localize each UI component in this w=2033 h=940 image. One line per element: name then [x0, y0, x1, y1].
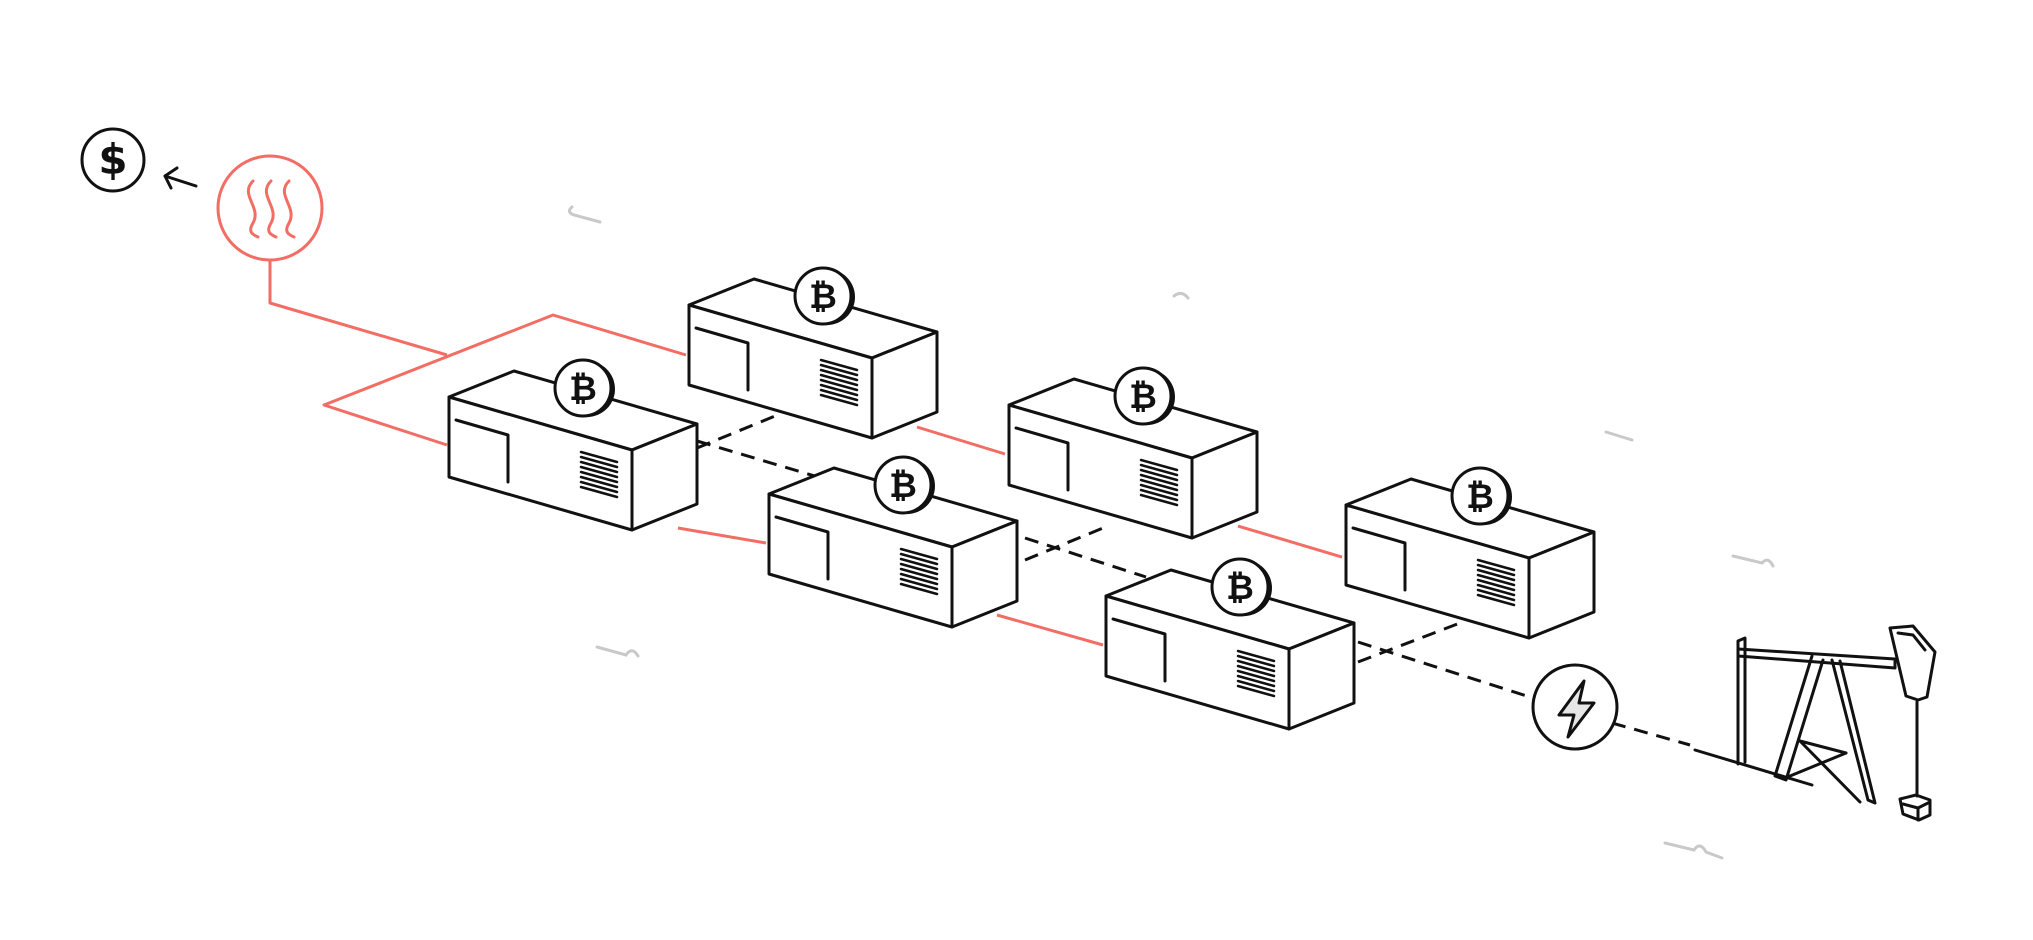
mining-containers: ₿ ₿ ₿ ₿ ₿ ₿: [447, 266, 1596, 731]
power-cable: [696, 439, 819, 479]
bitcoin-icon: ₿: [553, 358, 615, 418]
ground-mark: [1731, 554, 1775, 568]
power-cables: [696, 412, 1691, 747]
power-cable: [1611, 721, 1691, 747]
power-cable: [1024, 536, 1147, 579]
power-cable: [696, 412, 781, 450]
mining-container: ₿: [1007, 366, 1259, 540]
mining-container: ₿: [1104, 557, 1356, 731]
ground-mark: [567, 205, 602, 224]
mining-container: ₿: [447, 358, 699, 532]
bitcoin-symbol: ₿: [1129, 377, 1157, 417]
heat-icon: [216, 154, 324, 262]
heat-pipe-segment: [677, 526, 767, 545]
bitcoin-icon: ₿: [1210, 557, 1272, 617]
revenue-output: $: [80, 127, 198, 193]
ground-marks: [567, 205, 1775, 860]
heat-pipe-segment: [916, 425, 1006, 456]
ground-mark: [1604, 430, 1634, 442]
mining-container: ₿: [1344, 466, 1596, 640]
power-cable: [1357, 621, 1461, 664]
bitcoin-icon: ₿: [793, 266, 855, 326]
bitcoin-symbol: ₿: [889, 466, 917, 506]
bitcoin-symbol: ₿: [569, 369, 597, 409]
heat-pipes: [268, 260, 1343, 647]
power-cable: [1357, 640, 1531, 699]
bitcoin-icon: ₿: [873, 455, 935, 515]
heat-pipe-segment: [996, 613, 1104, 647]
mining-container: ₿: [767, 455, 1019, 629]
dollar-icon: $: [80, 127, 146, 193]
power-cable: [1024, 524, 1109, 562]
ground-mark: [1663, 841, 1724, 860]
dollar-symbol: $: [98, 135, 127, 184]
bitcoin-icon: ₿: [1113, 366, 1175, 426]
ground-mark: [595, 645, 640, 658]
arrow-icon: [163, 166, 198, 190]
ground-mark: [1172, 291, 1190, 300]
heat-pipe-loop: [322, 313, 687, 447]
mining-container: ₿: [687, 266, 939, 440]
bitcoin-symbol: ₿: [1466, 477, 1494, 517]
bitcoin-symbol: ₿: [809, 277, 837, 317]
heat-pipe-segment: [1237, 524, 1343, 559]
bitcoin-icon: ₿: [1450, 466, 1512, 526]
bitcoin-symbol: ₿: [1226, 568, 1254, 608]
lightning-icon: [1531, 663, 1619, 751]
oil-pump-jack-icon: [1693, 624, 1937, 822]
heat-pipe-riser: [268, 260, 448, 357]
